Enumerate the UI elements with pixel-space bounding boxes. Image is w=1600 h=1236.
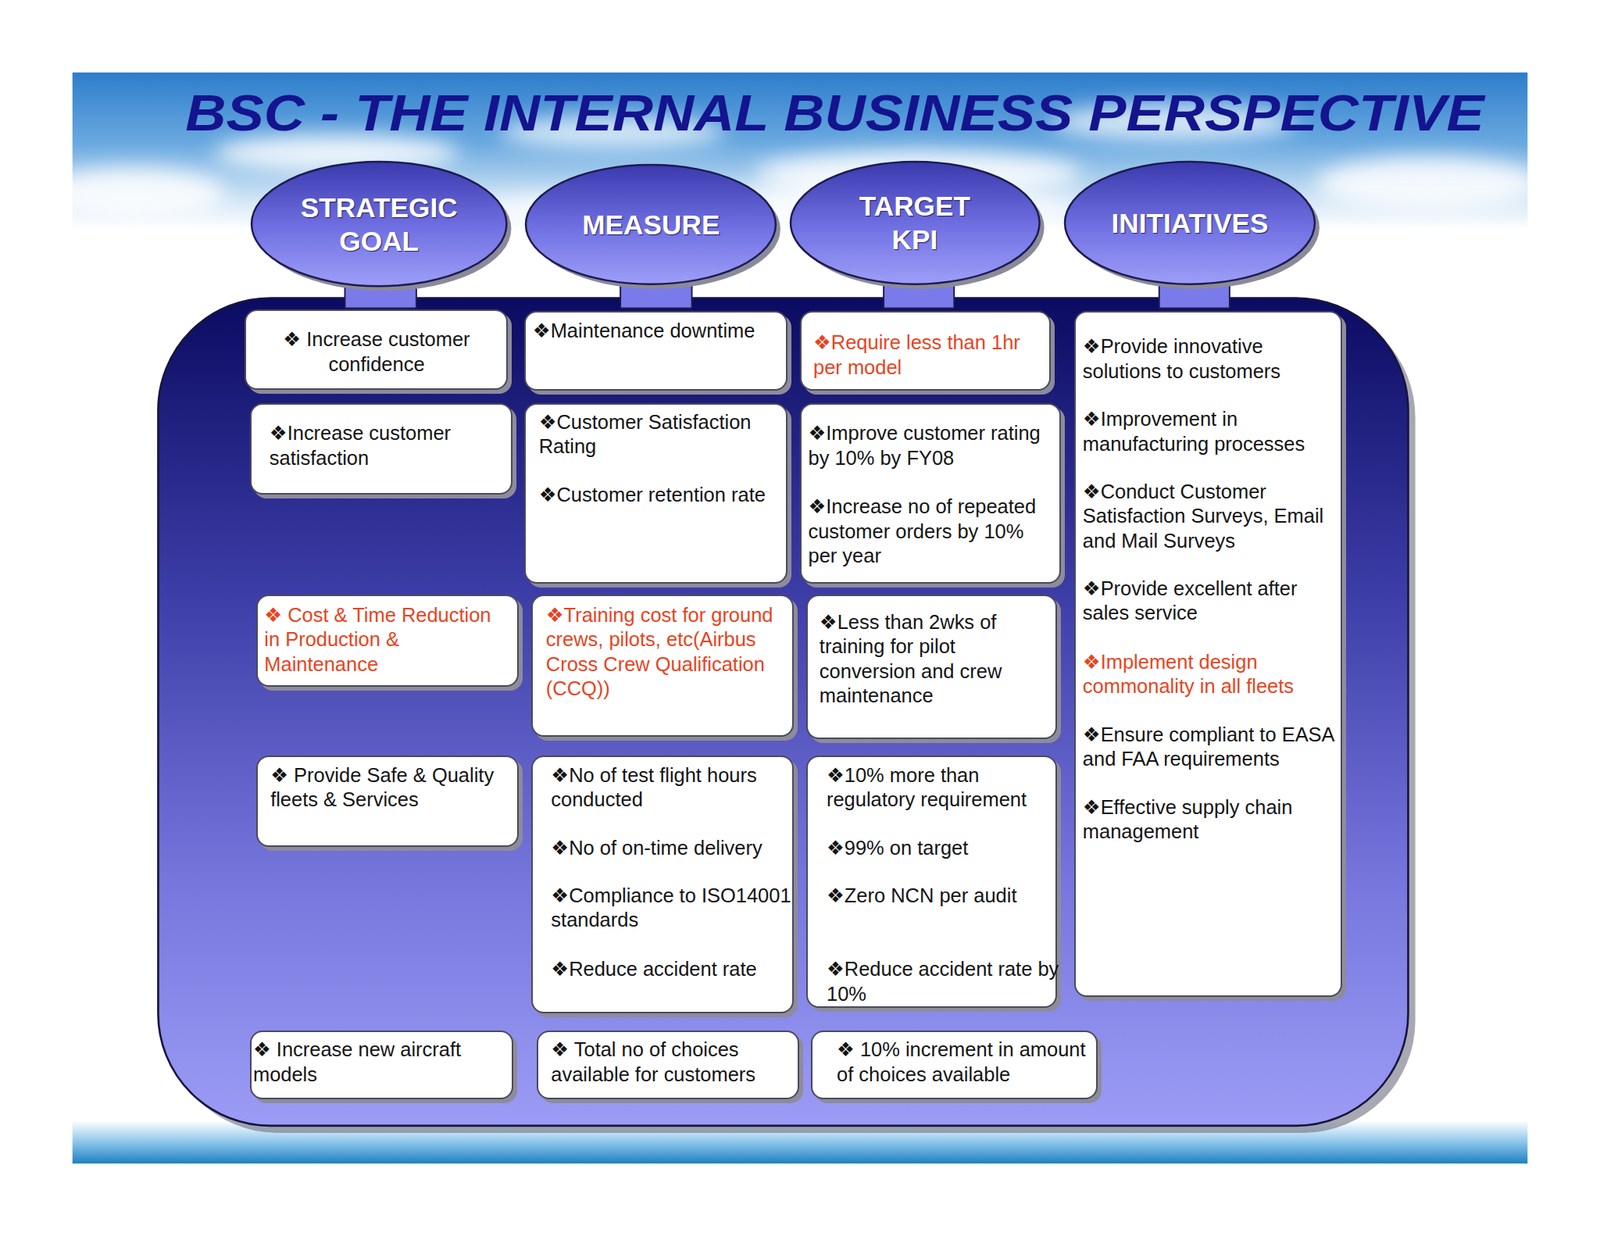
ellipse-shape (250, 160, 508, 288)
box-text: ❖Customer Satisfaction Rating (539, 410, 779, 460)
header-stems (344, 282, 1229, 309)
text-box: ❖Customer Satisfaction Rating ❖Customer r… (524, 403, 788, 584)
box-text: ❖Less than 2wks of training for pilot co… (819, 610, 1047, 708)
box-text: ❖ Total no of choices available for cust… (550, 1037, 791, 1087)
box-text: ❖ Increase new aircraft models (253, 1037, 498, 1087)
highlight-text: ❖ Cost & Time Reduction in Production & … (264, 603, 509, 677)
container-panel (157, 297, 1408, 1125)
text-box: ❖Less than 2wks of training for pilot co… (806, 594, 1058, 739)
box-text: ❖Zero NCN per audit (826, 883, 1068, 908)
box-text: ❖Increase no of repeated customer orders… (807, 494, 1056, 568)
ellipse-outline (525, 164, 776, 285)
header-ellipse: TARGET KPI (789, 160, 1042, 286)
ellipse-outline (790, 161, 1040, 285)
box-text: ❖ Provide Safe & Quality fleets & Servic… (270, 763, 511, 813)
box-text: ❖Compliance to ISO14001 standards (550, 883, 807, 933)
box-text: ❖Provide excellent after sales service (1082, 576, 1344, 626)
box-text: ❖Reduce accident rate (550, 957, 796, 982)
text-box: ❖Improve customer rating by 10% by FY08 ❖… (800, 403, 1061, 584)
box-text: ❖ 10% increment in amount of choices ava… (836, 1037, 1093, 1087)
text-box: ❖Require less than 1hr per model (800, 310, 1051, 391)
column-heading: STRATEGIC GOAL (289, 190, 469, 258)
box-text: ❖Improvement in manufacturing processes (1082, 407, 1344, 457)
box-text: ❖Maintenance downtime (532, 318, 783, 343)
diagram-title: BSC - THE INTERNAL BUSINESS PERSPECTIVE (185, 83, 1485, 143)
text-box: ❖ Provide Safe & Quality fleets & Servic… (256, 755, 519, 848)
box-text: ❖Improve customer rating by 10% by FY08 (807, 421, 1056, 471)
text-box: ❖No of test flight hours conducted ❖No of… (531, 755, 794, 1014)
highlight-text: ❖Implement design commonality in all fle… (1082, 650, 1344, 700)
highlight-text: ❖Training cost for ground crews, pilots,… (546, 603, 790, 701)
text-box: ❖ 10% increment in amount of choices ava… (810, 1030, 1098, 1100)
text-box: ❖Provide innovative solutions to custome… (1074, 310, 1342, 997)
box-text: ❖Customer retention rate (539, 482, 779, 508)
ellipse-outline (251, 161, 507, 286)
column-heading: MEASURE (549, 207, 754, 242)
column-heading: INITIATIVES (1087, 206, 1292, 240)
column-heading: TARGET KPI (848, 189, 982, 257)
text-box: ❖ Total no of choices available for cust… (536, 1030, 800, 1100)
text-box: ❖10% more than regulatory requirement❖99… (806, 755, 1058, 1009)
box-text: ❖Effective supply chain management (1082, 795, 1344, 845)
text-box: ❖ Increase customer confidence (244, 309, 508, 390)
box-text: ❖Ensure compliant to EASA and FAA requir… (1082, 722, 1344, 772)
ellipse-outline (1064, 161, 1315, 285)
box-text: ❖Provide innovative solutions to custome… (1082, 334, 1344, 384)
box-text: ❖No of test flight hours conducted (550, 763, 796, 813)
box-text: ❖10% more than regulatory requirement (826, 763, 1068, 813)
box-text: ❖No of on-time delivery (550, 835, 796, 861)
highlight-text: ❖Require less than 1hr per model (813, 330, 1047, 380)
box-text: ❖99% on target (826, 835, 1068, 861)
box-text: ❖Increase customer satisfaction (269, 421, 504, 471)
header-ellipse: MEASURE (524, 163, 778, 286)
header-ellipse: INITIATIVES (1063, 160, 1317, 286)
header-ellipse: STRATEGIC GOAL (250, 160, 508, 288)
text-box: ❖ Increase new aircraft models (250, 1030, 514, 1100)
text-box: ❖Maintenance downtime (524, 310, 788, 391)
text-box: ❖ Cost & Time Reduction in Production & … (256, 594, 519, 687)
box-text: ❖Conduct Customer Satisfaction Surveys, … (1082, 479, 1344, 554)
box-text: ❖Reduce accident rate by 10% (826, 957, 1068, 1007)
text-box: ❖Increase customer satisfaction (250, 403, 513, 496)
text-box: ❖Training cost for ground crews, pilots,… (531, 594, 794, 737)
box-text: ❖ Increase customer confidence (255, 327, 499, 377)
ellipse-shape (789, 160, 1042, 286)
